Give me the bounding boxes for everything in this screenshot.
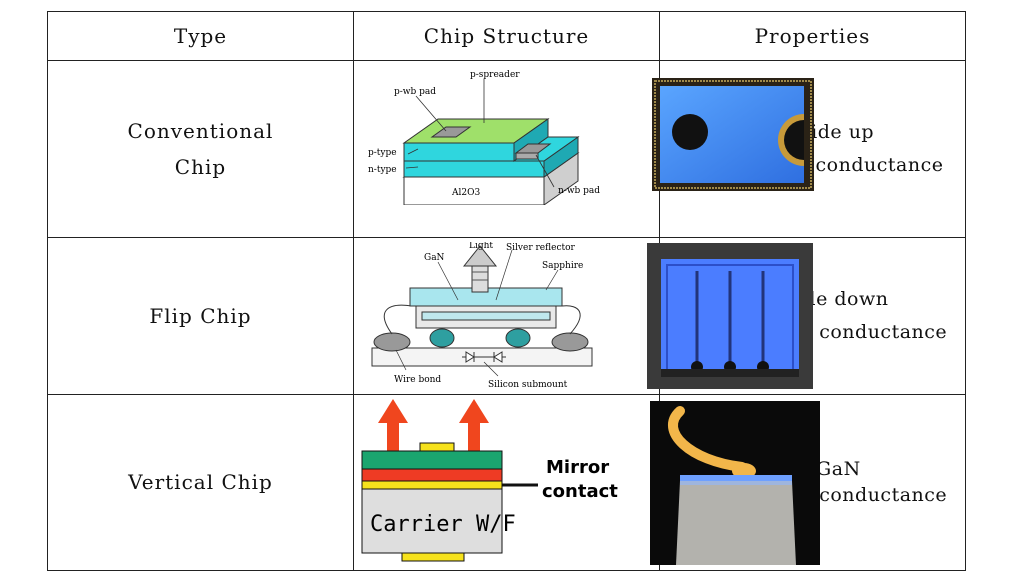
label-p-type: p-type (368, 148, 397, 158)
flip-chip-photo (647, 243, 813, 390)
type-cell: Flip Chip (47, 237, 354, 395)
flip-chip-diagram: Light Silver reflector GaN Sapphire Wire… (371, 242, 593, 390)
structure-cell: Mirror contact Carrier W/F (353, 393, 820, 572)
table-row-vertical-chip: Vertical Chip (47, 393, 966, 572)
light-arrow-icon (462, 245, 498, 267)
conventional-chip-diagram: p-spreader p-wb pad p-type n-type Al2O3 … (368, 70, 600, 206)
label-p-spreader: p-spreader (470, 70, 520, 80)
table-row-conventional: Conventional Chip (47, 60, 966, 239)
header-chip-structure: Chip Structure (353, 10, 660, 62)
structure-cell: p-spreader p-wb pad p-type n-type Al2O3 … (353, 60, 814, 239)
active-layer (361, 468, 503, 482)
label-gan: GaN (424, 253, 445, 263)
gan-layer (361, 450, 503, 470)
header-row: Type Chip Structure Properties (47, 10, 966, 62)
label-wire-bond: Wire bond (394, 375, 441, 385)
label-silver-reflector: Silver reflector (506, 243, 576, 253)
type-line: Vertical Chip (128, 470, 273, 495)
type-line: Conventional (127, 119, 274, 144)
label-silicon-submount: Silicon submount (488, 380, 568, 390)
emission-arrow-icon (378, 398, 408, 459)
carrier-wafer (361, 488, 503, 554)
label-mirror: Mirror (546, 457, 609, 478)
label-n-wb-pad: n-wb pad (558, 186, 600, 196)
label-carrier-wf: Carrier W/F (370, 512, 516, 537)
n-type-layer (403, 160, 545, 178)
mirror-layer (361, 480, 503, 490)
label-contact: contact (542, 481, 618, 502)
structure-cell: Light Silver reflector GaN Sapphire Wire… (353, 237, 813, 395)
type-cell: Vertical Chip (47, 393, 354, 572)
type-line: Chip (174, 155, 227, 180)
p-wb-pad (430, 126, 472, 138)
p-type-layer (403, 142, 515, 162)
vertical-chip-photo (650, 400, 820, 565)
emission-arrow-icon (459, 398, 489, 459)
label-light: Light (469, 242, 493, 251)
header-type: Type (47, 10, 354, 62)
label-substrate: Al2O3 (451, 188, 480, 198)
header-properties: Properties (659, 10, 966, 62)
type-cell: Conventional Chip (47, 60, 354, 239)
table-row-flip-chip: Flip Chip (47, 237, 966, 395)
type-line: Flip Chip (149, 304, 252, 329)
n-wb-pad (514, 143, 552, 154)
label-n-type: n-type (368, 165, 397, 175)
label-p-wb-pad: p-wb pad (394, 87, 436, 97)
chip-comparison-table: Type Chip Structure Properties Conventio… (47, 10, 966, 572)
label-sapphire: Sapphire (542, 261, 583, 271)
conventional-chip-photo (652, 78, 814, 192)
vertical-chip-diagram: Mirror contact Carrier W/F (361, 398, 618, 562)
